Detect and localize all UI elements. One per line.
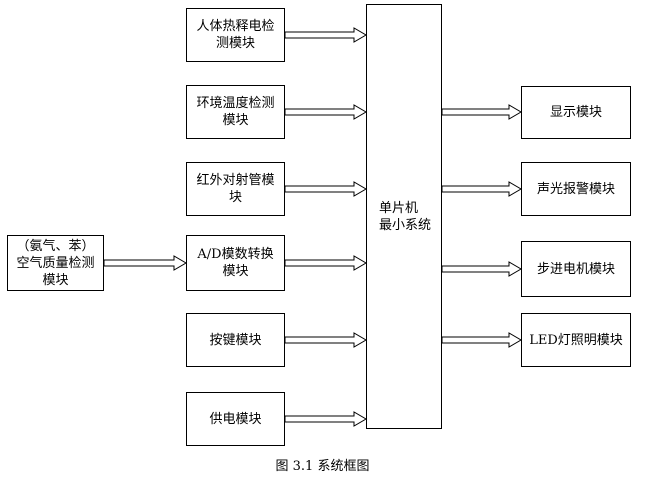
arrow-gas-to-ad: [103, 255, 187, 271]
led-lighting-module: LED灯照明模块: [521, 313, 631, 367]
stepper-motor-module: 步进电机模块: [521, 241, 631, 297]
arrow-mcu-to-display: [441, 104, 522, 120]
infrared-beam-module: 红外对射管模块: [186, 162, 285, 216]
keypad-module: 按键模块: [186, 313, 285, 367]
sound-light-alarm-module: 声光报警模块: [521, 162, 631, 216]
arrow-temp-to-mcu: [284, 104, 367, 120]
temperature-detection-module: 环境温度检测模块: [186, 85, 285, 139]
arrow-ir-to-mcu: [284, 181, 367, 197]
air-quality-module: （氨气、苯）空气质量检测模块: [7, 235, 104, 291]
ad-converter-module: A/D模数转换模块: [186, 235, 285, 291]
arrow-mcu-to-led: [441, 332, 522, 348]
figure-caption: 图 3.1 系统框图: [275, 459, 370, 474]
arrow-ad-to-mcu: [284, 255, 367, 271]
arrow-key-to-mcu: [284, 332, 367, 348]
display-module: 显示模块: [521, 86, 631, 139]
arrow-mcu-to-stepper: [441, 261, 522, 277]
arrow-mcu-to-alarm: [441, 181, 522, 197]
pir-detection-module: 人体热释电检测模块: [186, 8, 285, 62]
power-supply-module: 供电模块: [186, 392, 285, 446]
arrow-power-to-mcu: [284, 411, 367, 427]
arrow-pir-to-mcu: [284, 27, 367, 43]
mcu-minimum-system: 单片机 最小系统: [366, 4, 442, 429]
